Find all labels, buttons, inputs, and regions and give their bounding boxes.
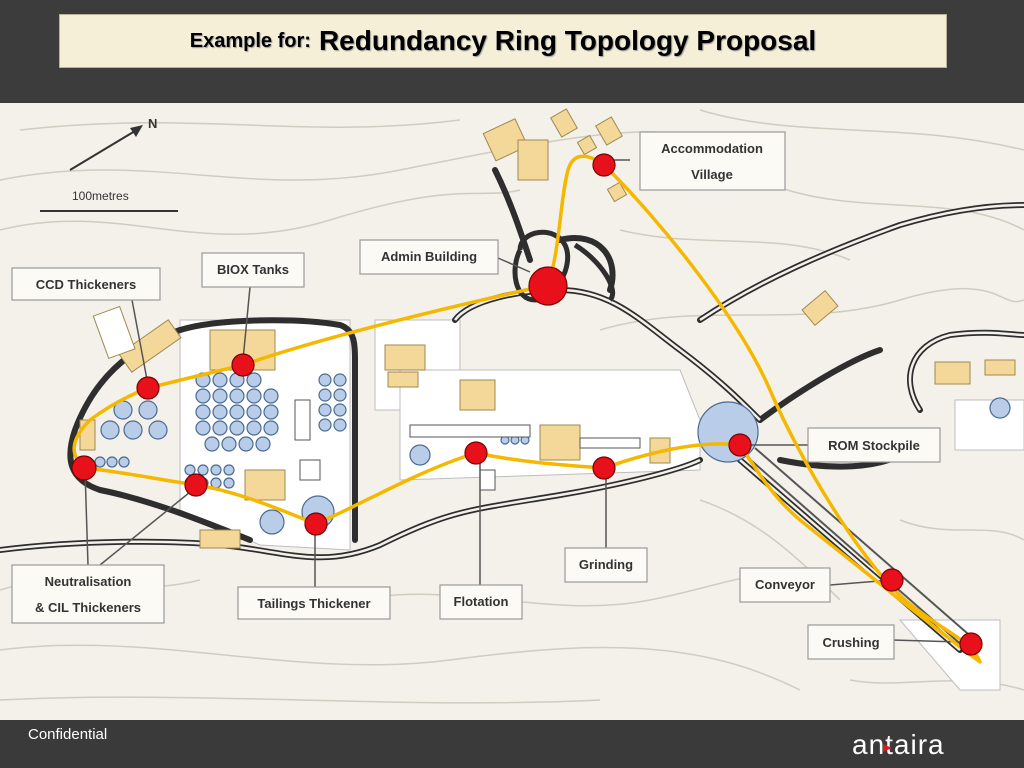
- neutralisation-line2: & CIL Thickeners: [35, 600, 141, 615]
- tanks: [94, 372, 1011, 535]
- ccd-thickeners-label: CCD Thickeners: [36, 277, 136, 292]
- rom-stockpile-label: ROM Stockpile: [828, 438, 920, 453]
- antaira-logo: antaira: [852, 730, 945, 760]
- label-crushing: Crushing: [807, 624, 895, 660]
- node-conveyor: [880, 568, 904, 592]
- flotation-label: Flotation: [454, 594, 509, 609]
- accommodation-line2: Village: [691, 167, 733, 182]
- label-conveyor: Conveyor: [739, 567, 831, 603]
- conveyor-label: Conveyor: [755, 577, 815, 592]
- page-title: Redundancy Ring Topology Proposal: [318, 25, 817, 56]
- node-ccd-thickeners: [136, 376, 160, 400]
- admin-building-label: Admin Building: [381, 249, 477, 264]
- node-grinding: [592, 456, 616, 480]
- accommodation-line1: Accommodation: [661, 141, 763, 156]
- node-accommodation-village: [592, 153, 616, 177]
- brand-name: antaira: [852, 730, 945, 760]
- label-leaders: [84, 159, 961, 643]
- label-admin-building: Admin Building: [359, 239, 499, 275]
- label-neutralisation: Neutralisation & CIL Thickeners: [11, 564, 165, 624]
- label-accommodation-village: Accommodation Village: [639, 131, 786, 191]
- label-biox-tanks: BIOX Tanks: [201, 252, 305, 288]
- node-flotation: [464, 441, 488, 465]
- node-rom-stockpile: [728, 433, 752, 457]
- label-ccd-thickeners: CCD Thickeners: [11, 267, 161, 301]
- scale-label: 100metres: [72, 189, 129, 203]
- scale-bar: 100metres: [40, 189, 178, 212]
- title-box: Example for: Redundancy Ring Topology Pr…: [59, 14, 947, 68]
- logo-play-mark: [883, 744, 892, 752]
- node-biox-tanks: [231, 353, 255, 377]
- node-neutralisation: [71, 455, 97, 481]
- node-crushing: [959, 632, 983, 656]
- buildings: [79, 108, 1016, 549]
- biox-tanks-label: BIOX Tanks: [217, 262, 289, 277]
- north-label: N: [148, 116, 157, 131]
- tailings-thickener-label: Tailings Thickener: [257, 596, 370, 611]
- label-grinding: Grinding: [564, 547, 648, 583]
- map-labels: Accommodation Village Admin Building BIO…: [11, 131, 941, 660]
- redundancy-ring: [72, 154, 982, 664]
- neutralisation-line1: Neutralisation: [45, 574, 132, 589]
- label-rom-stockpile: ROM Stockpile: [807, 427, 941, 463]
- title-prefix: Example for:: [189, 29, 311, 52]
- site-map: N 100metres: [0, 103, 1024, 720]
- site-map-svg: N 100metres: [0, 108, 1024, 704]
- footer-bar: [0, 720, 1024, 768]
- ring-nodes: [71, 153, 983, 656]
- plant-detail: [294, 399, 641, 491]
- north-arrow: N: [69, 116, 157, 171]
- grinding-label: Grinding: [579, 557, 633, 572]
- label-tailings-thickener: Tailings Thickener: [237, 586, 391, 620]
- node-admin-building: [528, 266, 568, 306]
- node-cil-thickeners: [184, 473, 208, 497]
- crushing-label: Crushing: [822, 635, 879, 650]
- node-tailings-thickener: [304, 512, 328, 536]
- confidential-label: Confidential: [28, 726, 108, 743]
- label-flotation: Flotation: [439, 584, 523, 620]
